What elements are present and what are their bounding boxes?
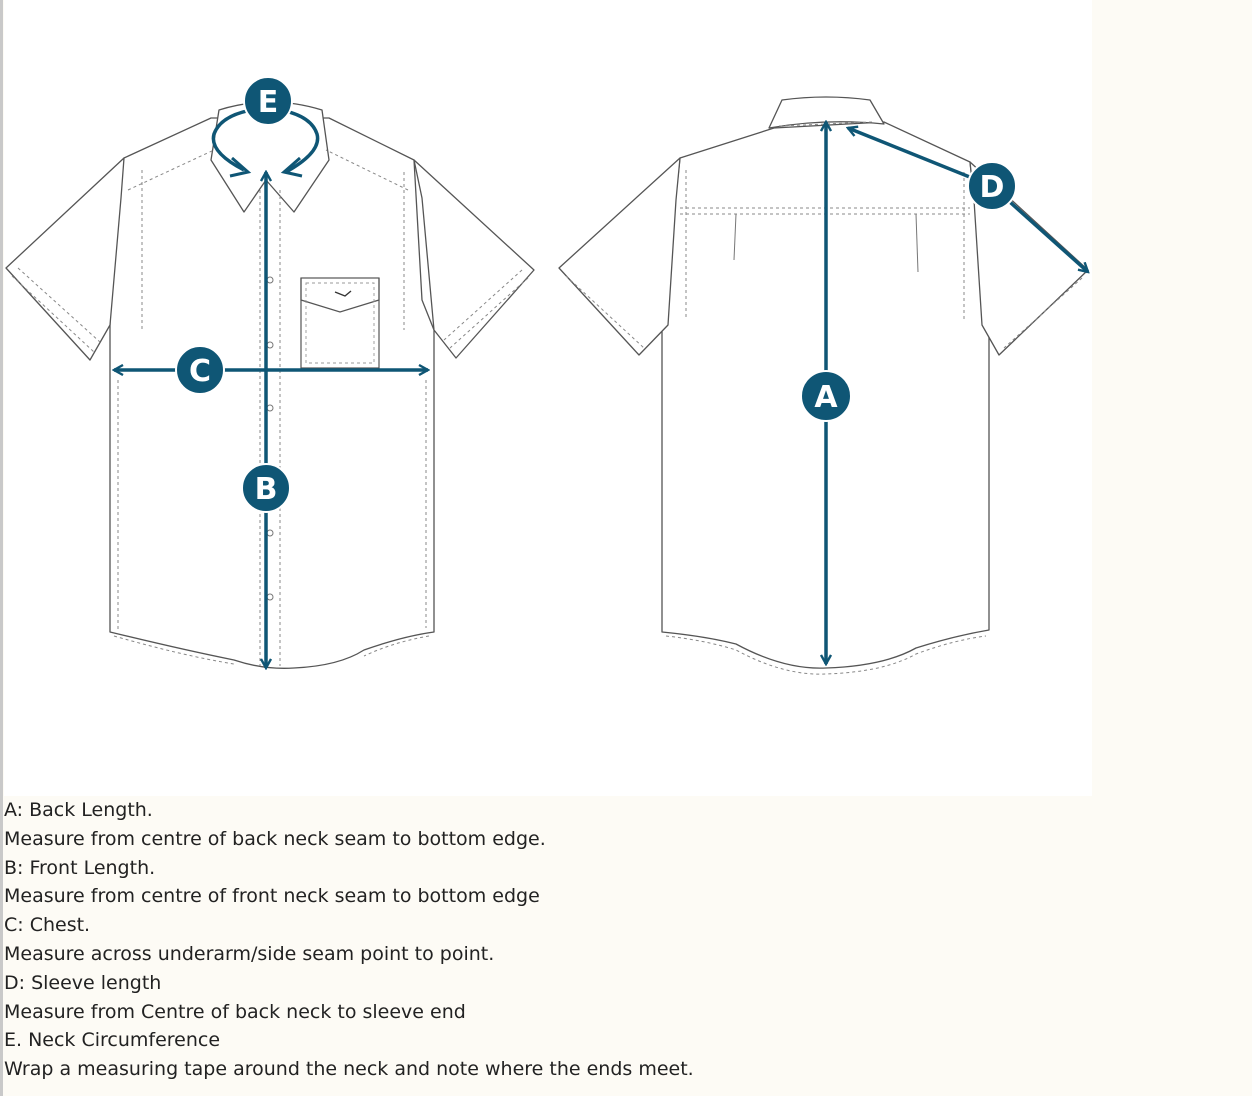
caption-d-description: Measure from Centre of back neck to slee… bbox=[4, 1000, 466, 1023]
badge-d: D bbox=[967, 161, 1017, 211]
front-shirt-drawing bbox=[5, 101, 535, 669]
window-left-edge bbox=[0, 0, 3, 1096]
caption-c-description: Measure across underarm/side seam point … bbox=[4, 942, 495, 965]
badge-b: B bbox=[241, 463, 291, 513]
caption-c-title: C: Chest. bbox=[4, 914, 91, 937]
badge-e: E bbox=[243, 76, 293, 126]
measurement-captions: A: Back Length. Measure from centre of b… bbox=[4, 796, 1004, 1084]
shirt-measurement-diagram: E C B A D bbox=[4, 0, 1092, 796]
badge-c: C bbox=[175, 345, 225, 395]
front-pocket bbox=[300, 277, 380, 369]
badge-e-label: E bbox=[258, 85, 279, 120]
badge-d-label: D bbox=[980, 170, 1005, 205]
caption-b-description: Measure from centre of front neck seam t… bbox=[4, 885, 540, 908]
caption-a-description: Measure from centre of back neck seam to… bbox=[4, 827, 546, 850]
badge-a-label: A bbox=[814, 380, 838, 415]
caption-e-title: E. Neck Circumference bbox=[4, 1029, 221, 1052]
caption-e-description: Wrap a measuring tape around the neck an… bbox=[4, 1058, 694, 1081]
badge-a: A bbox=[800, 370, 852, 422]
caption-b-title: B: Front Length. bbox=[4, 856, 156, 879]
front-shirt-stitching bbox=[11, 149, 529, 666]
caption-a-title: A: Back Length. bbox=[4, 799, 153, 821]
badge-c-label: C bbox=[189, 354, 211, 389]
badge-b-label: B bbox=[255, 472, 278, 507]
back-pleats bbox=[733, 213, 919, 273]
caption-d-title: D: Sleeve length bbox=[4, 971, 162, 994]
